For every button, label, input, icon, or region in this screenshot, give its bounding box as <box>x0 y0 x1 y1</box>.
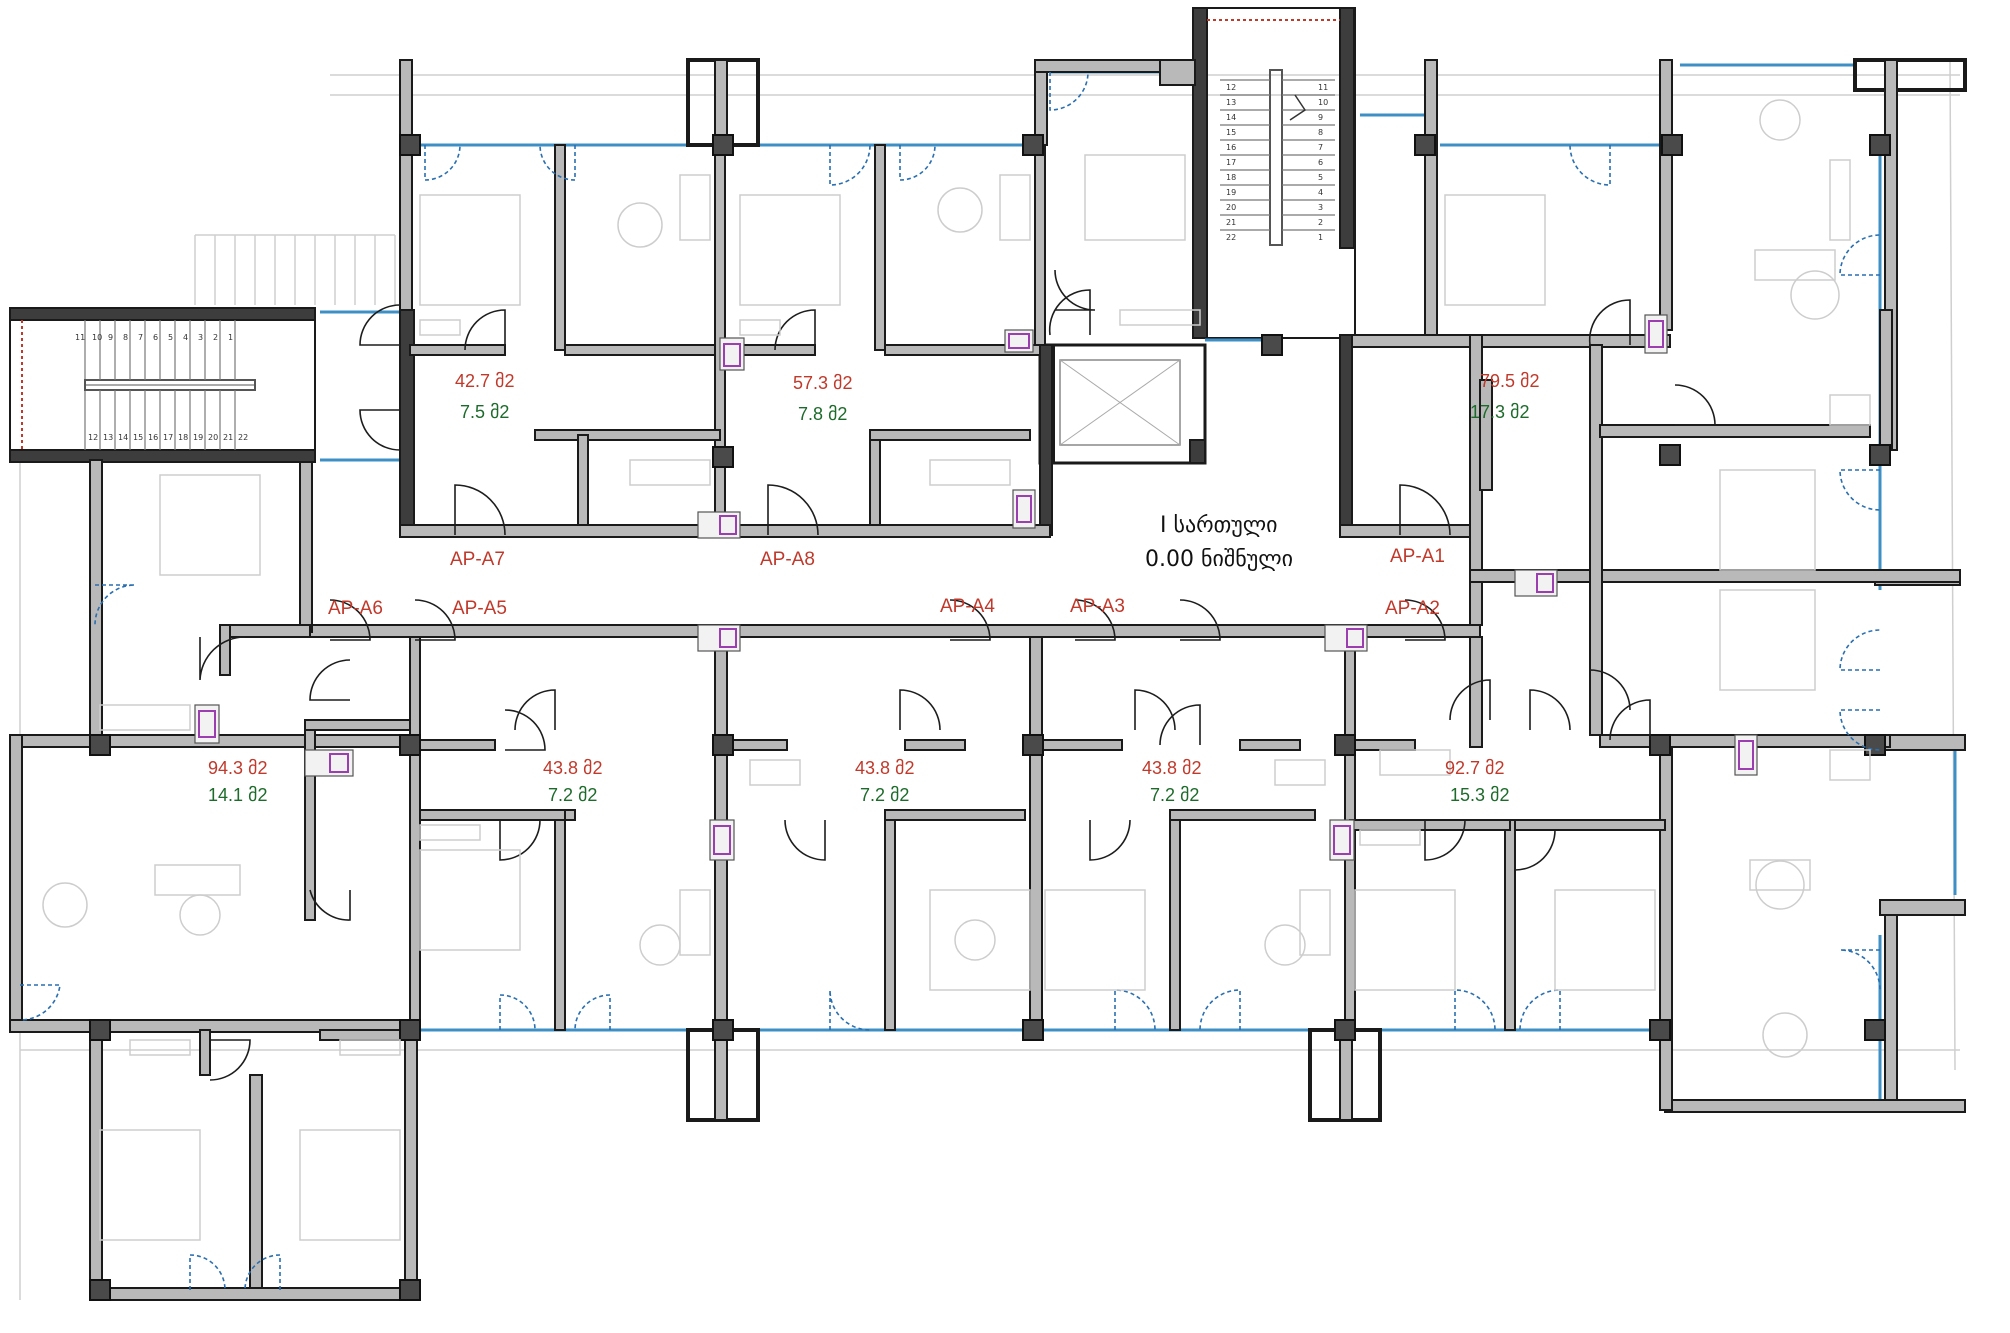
svg-text:10: 10 <box>92 333 102 342</box>
stair-center: 12 13 14 15 16 17 18 19 20 21 22 11 10 9… <box>1192 7 1356 339</box>
svg-text:10: 10 <box>1318 98 1328 107</box>
apt-area-a7: 42.7 მ2 <box>455 371 514 391</box>
svg-text:3: 3 <box>198 333 203 342</box>
svg-text:13: 13 <box>1226 98 1236 107</box>
floor-title-text: I სართული <box>1160 513 1278 538</box>
stair-left-numbers-top: 11 10 9 8 7 6 5 4 3 2 1 <box>75 333 233 342</box>
svg-text:18: 18 <box>1226 173 1236 182</box>
apt-code-a6: AP-A6 <box>328 598 383 619</box>
svg-text:14: 14 <box>118 433 128 442</box>
svg-text:22: 22 <box>1226 233 1236 242</box>
stair-center-numbers-left: 12 13 14 15 16 17 18 19 20 21 22 <box>1226 83 1236 242</box>
svg-text:12: 12 <box>88 433 98 442</box>
svg-text:11: 11 <box>75 333 85 342</box>
svg-text:2: 2 <box>1318 218 1323 227</box>
apt-code-a4: AP-A4 <box>940 596 995 617</box>
svg-text:12: 12 <box>1226 83 1236 92</box>
svg-text:20: 20 <box>1226 203 1236 212</box>
apt-area-a1: 79.5 მ2 <box>1480 371 1539 391</box>
svg-text:13: 13 <box>103 433 113 442</box>
columns <box>89 134 1891 1301</box>
apt-area-a4: 43.8 მ2 <box>855 758 914 778</box>
floor-title: I სართული 0.00 ნიშნული <box>1145 513 1293 572</box>
svg-text:11: 11 <box>1318 83 1328 92</box>
apt-balcony-a3: 7.2 მ2 <box>1150 785 1199 805</box>
apt-code-a2: AP-A2 <box>1385 598 1440 619</box>
doors <box>19 71 1881 1291</box>
svg-text:20: 20 <box>208 433 218 442</box>
utility-shafts <box>194 314 1758 861</box>
apt-balcony-a1: 17.3 მ2 <box>1470 402 1529 422</box>
svg-text:21: 21 <box>1226 218 1236 227</box>
svg-text:21: 21 <box>223 433 233 442</box>
svg-text:4: 4 <box>183 333 188 342</box>
apt-balcony-a2: 15.3 მ2 <box>1450 785 1509 805</box>
apartment-areas: 42.7 მ2 7.5 მ2 57.3 მ2 7.8 მ2 79.5 მ2 17… <box>208 371 1539 805</box>
walls <box>9 58 1967 1301</box>
svg-text:16: 16 <box>148 433 158 442</box>
svg-text:5: 5 <box>1318 173 1323 182</box>
svg-text:7: 7 <box>138 333 143 342</box>
svg-text:19: 19 <box>193 433 203 442</box>
apt-balcony-a7: 7.5 მ2 <box>460 402 509 422</box>
stair-center-numbers-right: 11 10 9 8 7 6 5 4 3 2 1 <box>1318 83 1328 242</box>
apt-code-a8: AP-A8 <box>760 549 815 570</box>
svg-text:15: 15 <box>133 433 143 442</box>
apt-balcony-a4: 7.2 მ2 <box>860 785 909 805</box>
svg-text:17: 17 <box>163 433 173 442</box>
svg-text:9: 9 <box>108 333 113 342</box>
apt-balcony-a8: 7.8 მ2 <box>798 404 847 424</box>
svg-text:22: 22 <box>238 433 248 442</box>
svg-text:18: 18 <box>178 433 188 442</box>
apt-area-a5: 43.8 მ2 <box>543 758 602 778</box>
svg-text:1: 1 <box>1318 233 1323 242</box>
apt-area-a2: 92.7 მ2 <box>1445 758 1504 778</box>
floor-level-text: 0.00 ნიშნული <box>1145 547 1293 572</box>
svg-text:1: 1 <box>228 333 233 342</box>
svg-text:7: 7 <box>1318 143 1323 152</box>
stair-left-numbers-bottom: 12 13 14 15 16 17 18 19 20 21 22 <box>88 433 248 442</box>
svg-text:19: 19 <box>1226 188 1236 197</box>
svg-text:6: 6 <box>153 333 158 342</box>
svg-text:14: 14 <box>1226 113 1236 122</box>
svg-text:3: 3 <box>1318 203 1323 212</box>
apt-area-a8: 57.3 მ2 <box>793 373 852 393</box>
svg-text:4: 4 <box>1318 188 1323 197</box>
apt-area-a6: 94.3 მ2 <box>208 758 267 778</box>
apt-balcony-a6: 14.1 მ2 <box>208 785 267 805</box>
apt-code-a7: AP-A7 <box>450 549 505 570</box>
svg-text:16: 16 <box>1226 143 1236 152</box>
svg-text:9: 9 <box>1318 113 1323 122</box>
svg-text:8: 8 <box>1318 128 1323 137</box>
apt-code-a1: AP-A1 <box>1390 546 1445 567</box>
apt-area-a3: 43.8 მ2 <box>1142 758 1201 778</box>
svg-text:6: 6 <box>1318 158 1323 167</box>
stair-left: 11 10 9 8 7 6 5 4 3 2 1 12 13 14 15 16 1… <box>9 307 316 463</box>
furniture <box>42 99 1871 1241</box>
apt-code-a3: AP-A3 <box>1070 596 1125 617</box>
svg-text:2: 2 <box>213 333 218 342</box>
svg-text:8: 8 <box>123 333 128 342</box>
apartment-codes: AP-A7 AP-A8 AP-A1 AP-A6 AP-A5 AP-A4 AP-A… <box>328 546 1445 619</box>
apt-code-a5: AP-A5 <box>452 598 507 619</box>
apt-balcony-a5: 7.2 მ2 <box>548 785 597 805</box>
elevator <box>1038 343 1207 465</box>
svg-text:17: 17 <box>1226 158 1236 167</box>
svg-text:15: 15 <box>1226 128 1236 137</box>
svg-text:5: 5 <box>168 333 173 342</box>
